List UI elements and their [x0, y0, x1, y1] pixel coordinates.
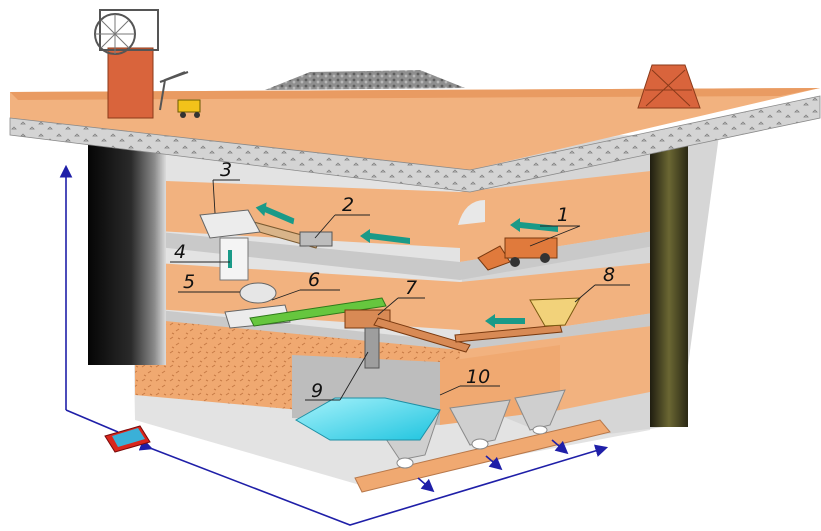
leader-6: [271, 289, 340, 301]
flow-arrow: [255, 202, 295, 225]
lhd-loader-body: [504, 237, 558, 259]
survey-line-bottom: [138, 438, 609, 526]
label-10: 10: [466, 366, 490, 388]
upper-right-arch: [458, 200, 485, 225]
leader-8: [574, 284, 630, 303]
survey-tick: [485, 455, 503, 471]
waste-rock-heap: [265, 70, 465, 90]
flow-arrows: [255, 202, 558, 328]
ore-bin: [529, 297, 581, 327]
surface-truck: [177, 99, 201, 113]
survey-line-to-box: [65, 409, 119, 433]
surface-crane: [159, 71, 189, 111]
leader-3: [212, 179, 240, 214]
label-2: 2: [342, 194, 354, 216]
drift-opening-2: [471, 438, 489, 450]
ventilation-shaft: [650, 135, 688, 427]
lhd-wheel: [510, 257, 520, 267]
surface-concrete-slab: [9, 95, 821, 193]
upper-feeder: [299, 231, 333, 247]
label-3: 3: [220, 159, 232, 181]
hopper-right: [514, 389, 566, 431]
label-9: 9: [311, 380, 323, 402]
surface-truck-wheel: [180, 112, 186, 118]
headframe-cabin: [99, 9, 159, 51]
callout-leaders: [170, 179, 630, 401]
flow-arrow: [485, 314, 525, 328]
surface-truck-wheel: [194, 112, 200, 118]
drift-opening-1: [396, 457, 414, 469]
drift-opening-3: [532, 425, 548, 435]
label-6: 6: [308, 269, 320, 291]
leader-1: [529, 225, 581, 247]
lhd-wheel: [540, 253, 550, 263]
secondary-crusher-drum: [239, 282, 277, 304]
main-hoist-shaft: [88, 135, 166, 365]
ore-pass: [219, 237, 249, 281]
leader-9: [305, 351, 369, 401]
flow-arrow: [510, 218, 558, 232]
hoist-wheel-spokes: [95, 14, 135, 54]
survey-tick: [417, 477, 435, 493]
ore-pass-down-arrow: [228, 250, 232, 268]
surface-ground: [10, 88, 820, 170]
label-7: 7: [405, 277, 417, 299]
leader-2: [314, 214, 370, 239]
upper-level-floor: [140, 230, 660, 280]
primary-crusher: [199, 209, 261, 239]
transfer-chute: [364, 327, 380, 369]
surface-ground-shade: [10, 88, 820, 100]
leader-7: [377, 297, 425, 316]
label-5: 5: [183, 271, 195, 293]
label-4: 4: [174, 241, 186, 263]
headframe-tower: [107, 47, 154, 119]
green-conveyor-belt: [249, 297, 387, 327]
label-8: 8: [603, 264, 615, 286]
survey-lines: [59, 164, 609, 526]
ore-feed-conveyor: [454, 324, 563, 343]
flow-arrow: [360, 229, 410, 244]
skip-loading-conveyor: [373, 317, 471, 353]
leader-10: [439, 385, 500, 396]
ventilation-headhouse-lattice: [645, 69, 692, 107]
control-box-top: [112, 428, 145, 447]
survey-tick: [551, 439, 569, 455]
label-1: 1: [557, 204, 569, 226]
